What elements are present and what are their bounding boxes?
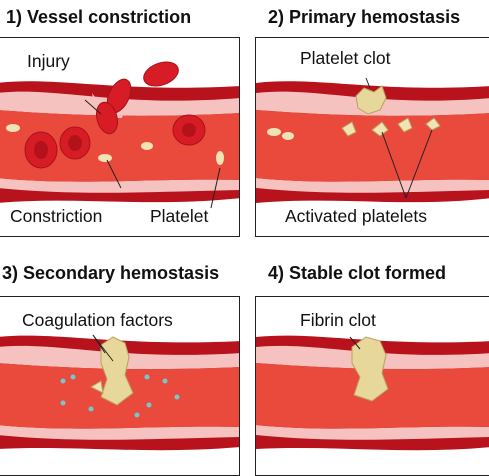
panel-1-vessel-constriction [0,37,240,237]
label-activated-platelets: Activated platelets [285,206,428,226]
platelets-2 [267,128,294,140]
panel-4-stable-clot [255,296,489,476]
panel-3-title: 3) Secondary hemostasis [2,263,220,283]
panel-2-title: 2) Primary hemostasis [268,7,461,27]
panel-3-secondary-hemostasis [0,296,240,476]
platelet-clot [341,85,441,137]
panel-1-title: 1) Vessel constriction [6,7,192,27]
platelets [6,124,224,165]
label-platelet-clot: Platelet clot [300,48,391,68]
label-coagulation-factors: Coagulation factors [22,310,173,330]
label-platelet: Platelet [150,206,209,226]
vessel-illustration-1 [0,61,239,209]
panel-2-primary-hemostasis [255,37,489,237]
coagulation-clot [89,336,134,406]
red-blood-cells [24,61,206,169]
label-fibrin-clot: Fibrin clot [300,310,376,330]
vessel-illustration-2 [256,77,489,203]
fibrin-clot [351,336,389,402]
panel-4-title: 4) Stable clot formed [268,263,447,283]
vessel-illustration-4 [256,335,489,451]
vessel-illustration-3 [0,334,239,451]
label-injury: Injury [27,51,70,71]
coagulation-factor-dots [60,374,180,418]
label-constriction: Constriction [10,206,103,226]
